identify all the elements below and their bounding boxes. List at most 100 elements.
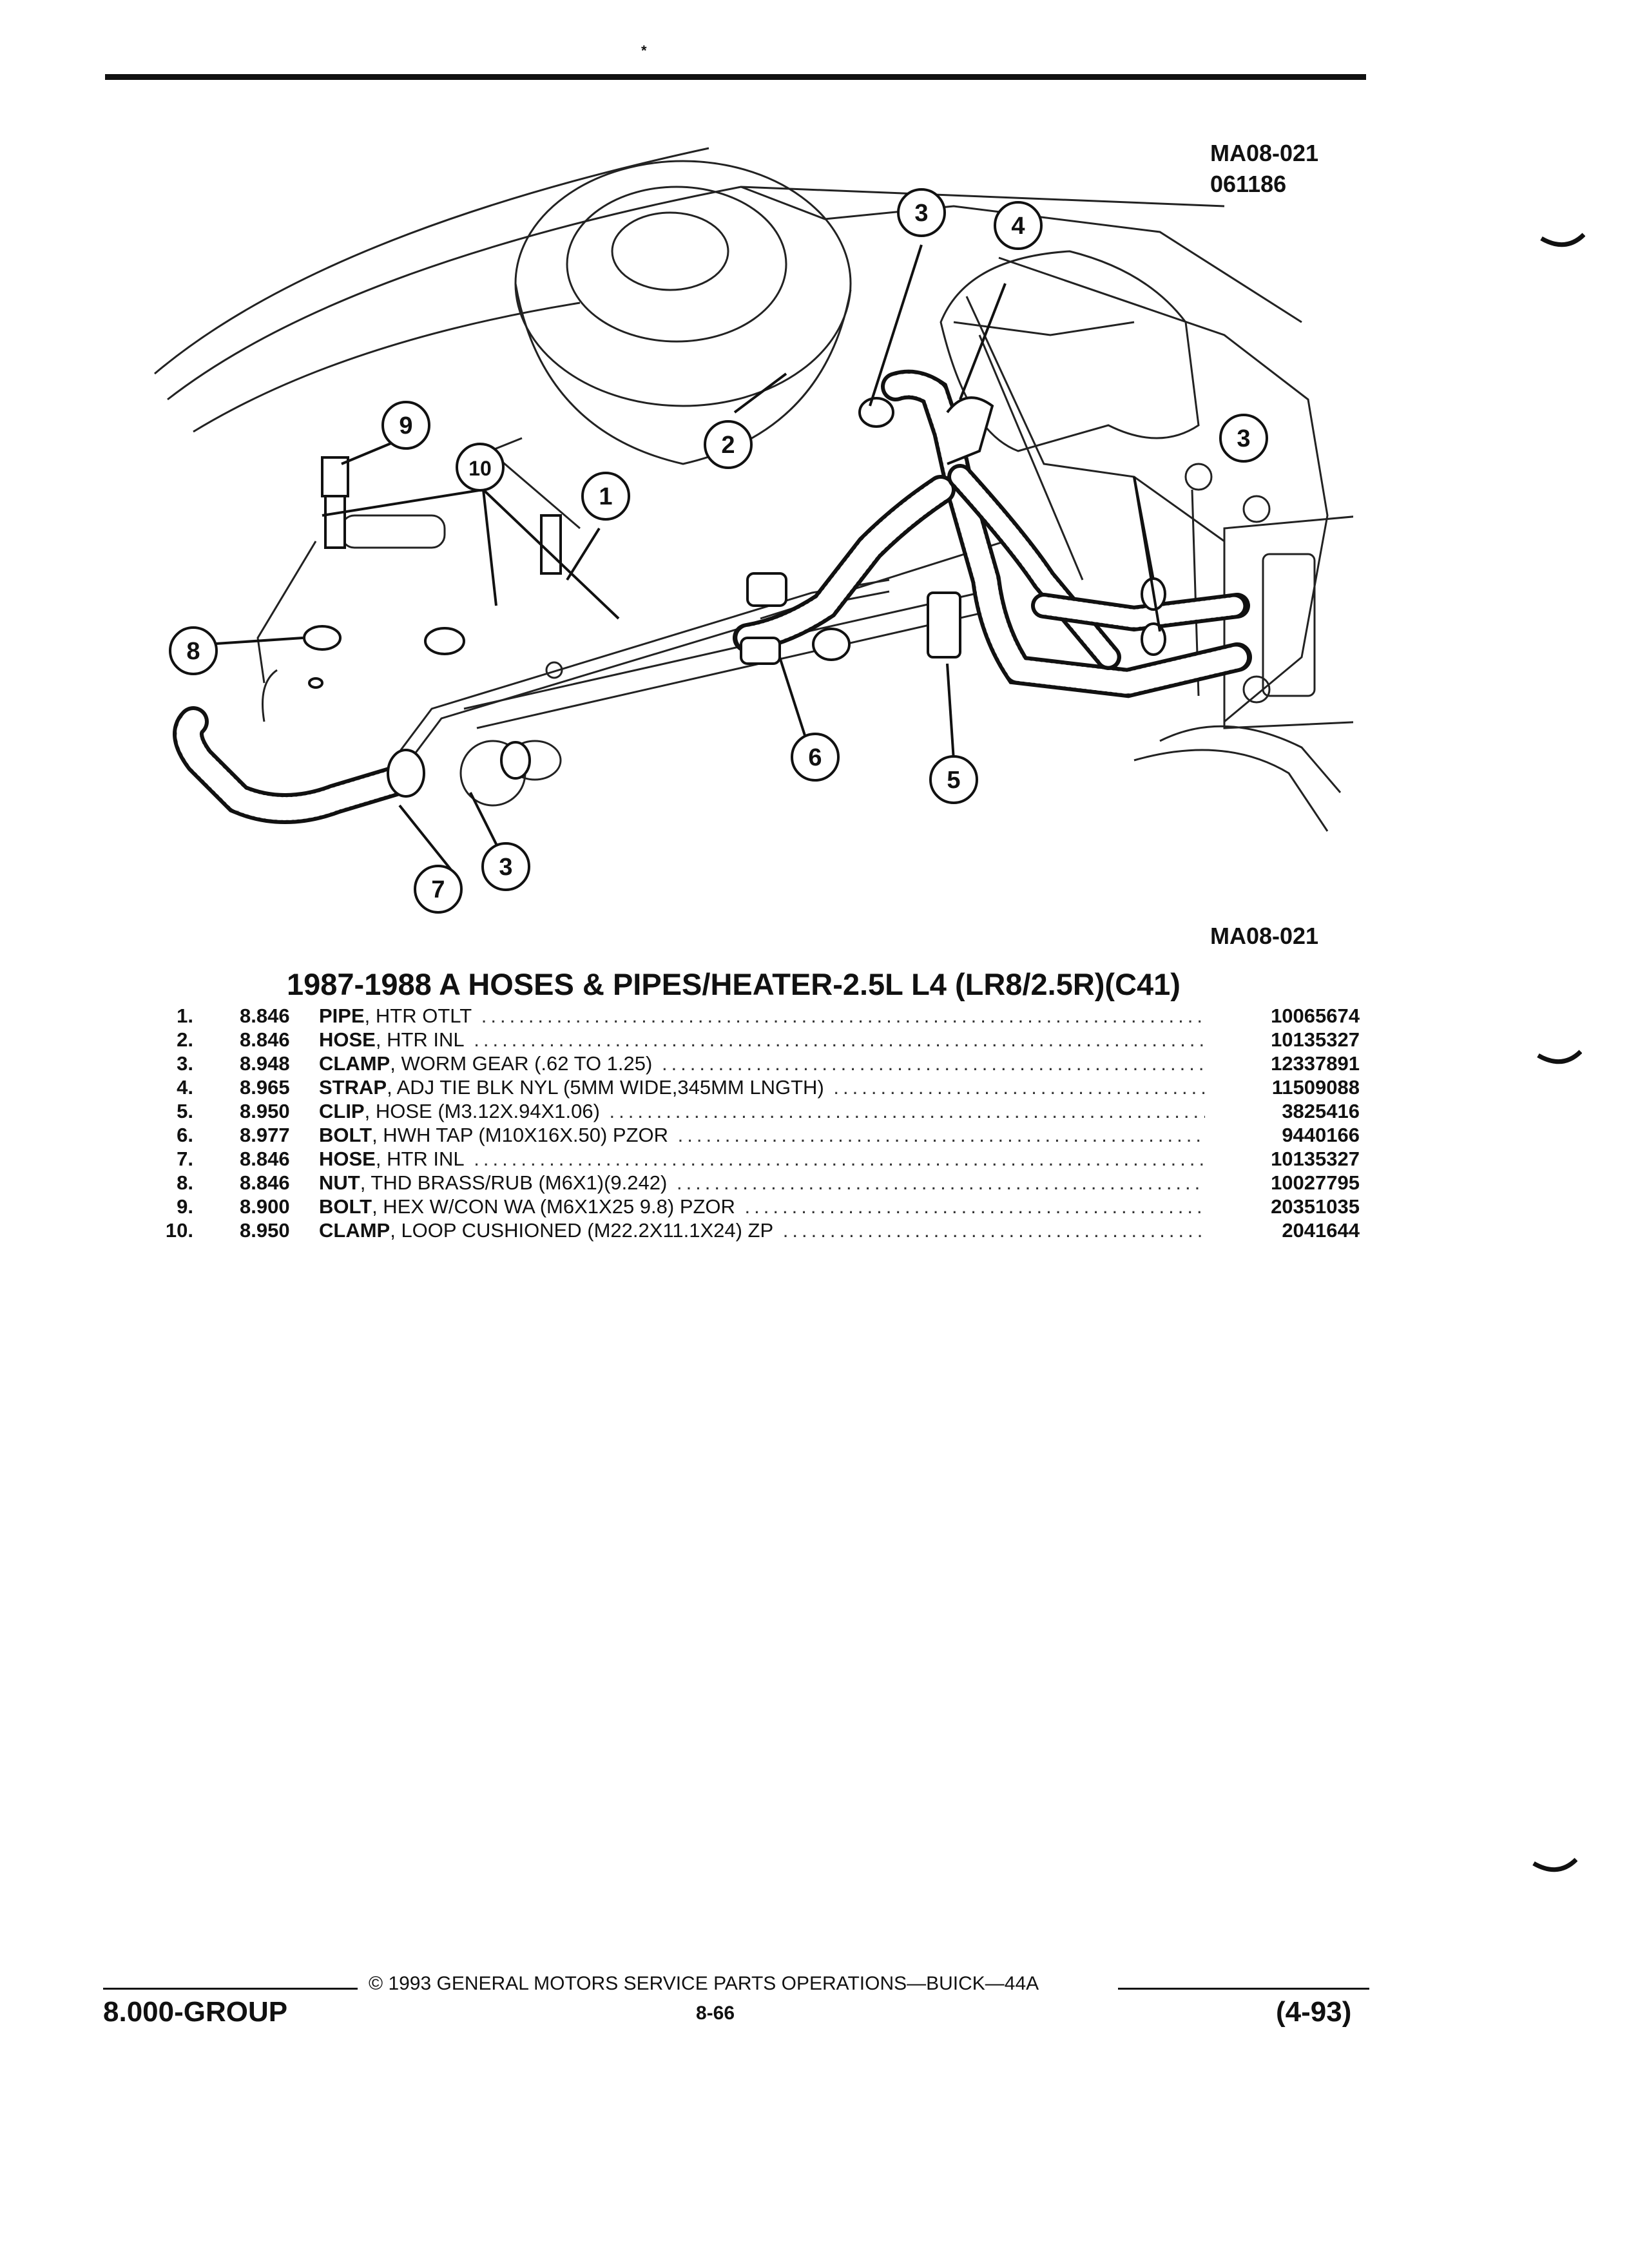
part-description: NUT, THD BRASS/RUB (M6X1)(9.242) .......… — [319, 1171, 1205, 1195]
part-qualifier: , HEX W/CON WA (M6X1X25 9.8) PZOR — [372, 1195, 735, 1218]
part-number: 2041644 — [1282, 1219, 1360, 1242]
stray-mark: * — [641, 43, 647, 59]
figure-id: MA08-021 — [1210, 140, 1319, 166]
part-qualifier: , HWH TAP (M10X16X.50) PZOR — [372, 1124, 669, 1146]
callout-4 — [994, 201, 1043, 250]
footer-copyright: © 1993 GENERAL MOTORS SERVICE PARTS OPER… — [369, 1973, 1039, 1994]
item-number: 10. — [165, 1219, 193, 1242]
parts-row: 7. 8.846 HOSE, HTR INL ...................… — [142, 1147, 1366, 1171]
callout-label: 9 — [399, 412, 412, 439]
part-description: STRAP, ADJ TIE BLK NYL (5MM WIDE,345MM L… — [319, 1075, 1205, 1099]
callout-8 — [169, 626, 218, 675]
part-number: 3825416 — [1282, 1100, 1360, 1122]
leader-dots: ........................................… — [661, 1052, 1205, 1075]
callout-label: 3 — [914, 200, 928, 227]
part-qualifier: , LOOP CUSHIONED (M22.2X11.1X24) ZP — [390, 1219, 774, 1242]
parts-row: 5. 8.950 CLIP, HOSE (M3.12X.94X1.06) .....… — [142, 1099, 1366, 1123]
callout-1 — [581, 472, 630, 521]
parts-list: 1. 8.846 PIPE, HTR OTLT ..................… — [142, 1004, 1366, 1242]
callout-5 — [929, 755, 978, 804]
group-number: 8.948 — [240, 1052, 290, 1075]
parts-row: 10. 8.950 CLAMP, LOOP CUSHIONED (M22.2X11.… — [142, 1218, 1366, 1242]
footer-page-number: 8-66 — [696, 2003, 735, 2024]
item-number: 1. — [177, 1004, 193, 1027]
footer-rule-left — [103, 1988, 358, 1990]
callout-6 — [791, 733, 840, 782]
part-description: CLIP, HOSE (M3.12X.94X1.06) ............… — [319, 1099, 1205, 1123]
callout-label: 1 — [599, 483, 612, 510]
part-description: CLAMP, WORM GEAR (.62 TO 1.25) .........… — [319, 1052, 1205, 1075]
part-description: BOLT, HEX W/CON WA (M6X1X25 9.8) PZOR ..… — [319, 1195, 1205, 1218]
part-noun: CLAMP — [319, 1052, 390, 1075]
part-qualifier: , WORM GEAR (.62 TO 1.25) — [390, 1052, 653, 1075]
part-number: 12337891 — [1271, 1052, 1360, 1075]
part-noun: HOSE — [319, 1148, 376, 1170]
part-qualifier: , HOSE (M3.12X.94X1.06) — [364, 1100, 600, 1122]
group-number: 8.846 — [240, 1171, 290, 1194]
group-number: 8.965 — [240, 1076, 290, 1099]
part-description: CLAMP, LOOP CUSHIONED (M22.2X11.1X24) ZP… — [319, 1218, 1205, 1242]
group-number: 8.950 — [240, 1100, 290, 1122]
leader-dots: ........................................… — [677, 1124, 1205, 1146]
part-number: 10027795 — [1271, 1171, 1360, 1194]
callout-label: 7 — [431, 876, 445, 903]
item-number: 2. — [177, 1028, 193, 1051]
leader-dots: ........................................… — [782, 1219, 1205, 1242]
part-noun: STRAP — [319, 1076, 387, 1099]
leader-dots: ........................................… — [609, 1100, 1205, 1122]
callout-label: 2 — [721, 432, 735, 459]
leader-dots: ........................................… — [744, 1195, 1205, 1218]
part-description: HOSE, HTR INL ..........................… — [319, 1147, 1205, 1171]
group-number: 8.846 — [240, 1028, 290, 1051]
callout-9 — [381, 401, 430, 450]
leader-dots: ........................................… — [481, 1004, 1205, 1027]
group-number: 8.846 — [240, 1148, 290, 1170]
item-number: 7. — [177, 1148, 193, 1170]
parts-row: 1. 8.846 PIPE, HTR OTLT ..................… — [142, 1004, 1366, 1028]
part-qualifier: , ADJ TIE BLK NYL (5MM WIDE,345MM LNGTH) — [387, 1076, 824, 1099]
group-number: 8.950 — [240, 1219, 290, 1242]
margin-mark — [1540, 233, 1585, 247]
part-number: 11509088 — [1271, 1076, 1360, 1099]
item-number: 6. — [177, 1124, 193, 1146]
part-qualifier: , HTR INL — [375, 1028, 465, 1051]
part-noun: BOLT — [319, 1195, 372, 1218]
part-description: BOLT, HWH TAP (M10X16X.50) PZOR ........… — [319, 1123, 1205, 1147]
footer-group: 8.000-GROUP — [103, 1996, 288, 2028]
callout-label: 6 — [808, 744, 822, 771]
figure-date: 061186 — [1210, 171, 1287, 197]
leader-dots: ........................................… — [474, 1148, 1205, 1170]
leader-dots: ........................................… — [833, 1076, 1205, 1099]
leader-dots: ........................................… — [676, 1171, 1205, 1194]
footer-date-code: (4-93) — [1276, 1996, 1352, 2028]
callout-label: 3 — [499, 854, 512, 881]
item-number: 5. — [177, 1100, 193, 1122]
group-number: 8.900 — [240, 1195, 290, 1218]
part-noun: HOSE — [319, 1028, 376, 1051]
part-noun: CLIP — [319, 1100, 365, 1122]
footer-rule-right — [1118, 1988, 1369, 1990]
group-number: 8.846 — [240, 1004, 290, 1027]
part-description: HOSE, HTR INL ..........................… — [319, 1028, 1205, 1052]
callout-3 — [897, 188, 946, 237]
item-number: 8. — [177, 1171, 193, 1194]
callout-label: 10 — [468, 457, 492, 480]
part-qualifier: , THD BRASS/RUB (M6X1)(9.242) — [360, 1171, 668, 1194]
callout-3 — [1219, 414, 1268, 463]
part-qualifier: , HTR INL — [375, 1148, 465, 1170]
part-description: PIPE, HTR OTLT .........................… — [319, 1004, 1205, 1028]
top-rule — [105, 74, 1366, 80]
callout-2 — [704, 420, 753, 469]
callout-label: 5 — [947, 767, 960, 794]
part-number: 9440166 — [1282, 1124, 1360, 1146]
heater-hose-diagram: 3 4 3 9 10 1 2 8 6 5 7 3 — [154, 147, 1353, 914]
callout-label: 4 — [1011, 213, 1025, 240]
callout-label: 8 — [186, 638, 200, 665]
figure-id-block: MA08-021 061186 — [1210, 138, 1318, 200]
callout-10 — [456, 443, 505, 492]
part-noun: BOLT — [319, 1124, 372, 1146]
